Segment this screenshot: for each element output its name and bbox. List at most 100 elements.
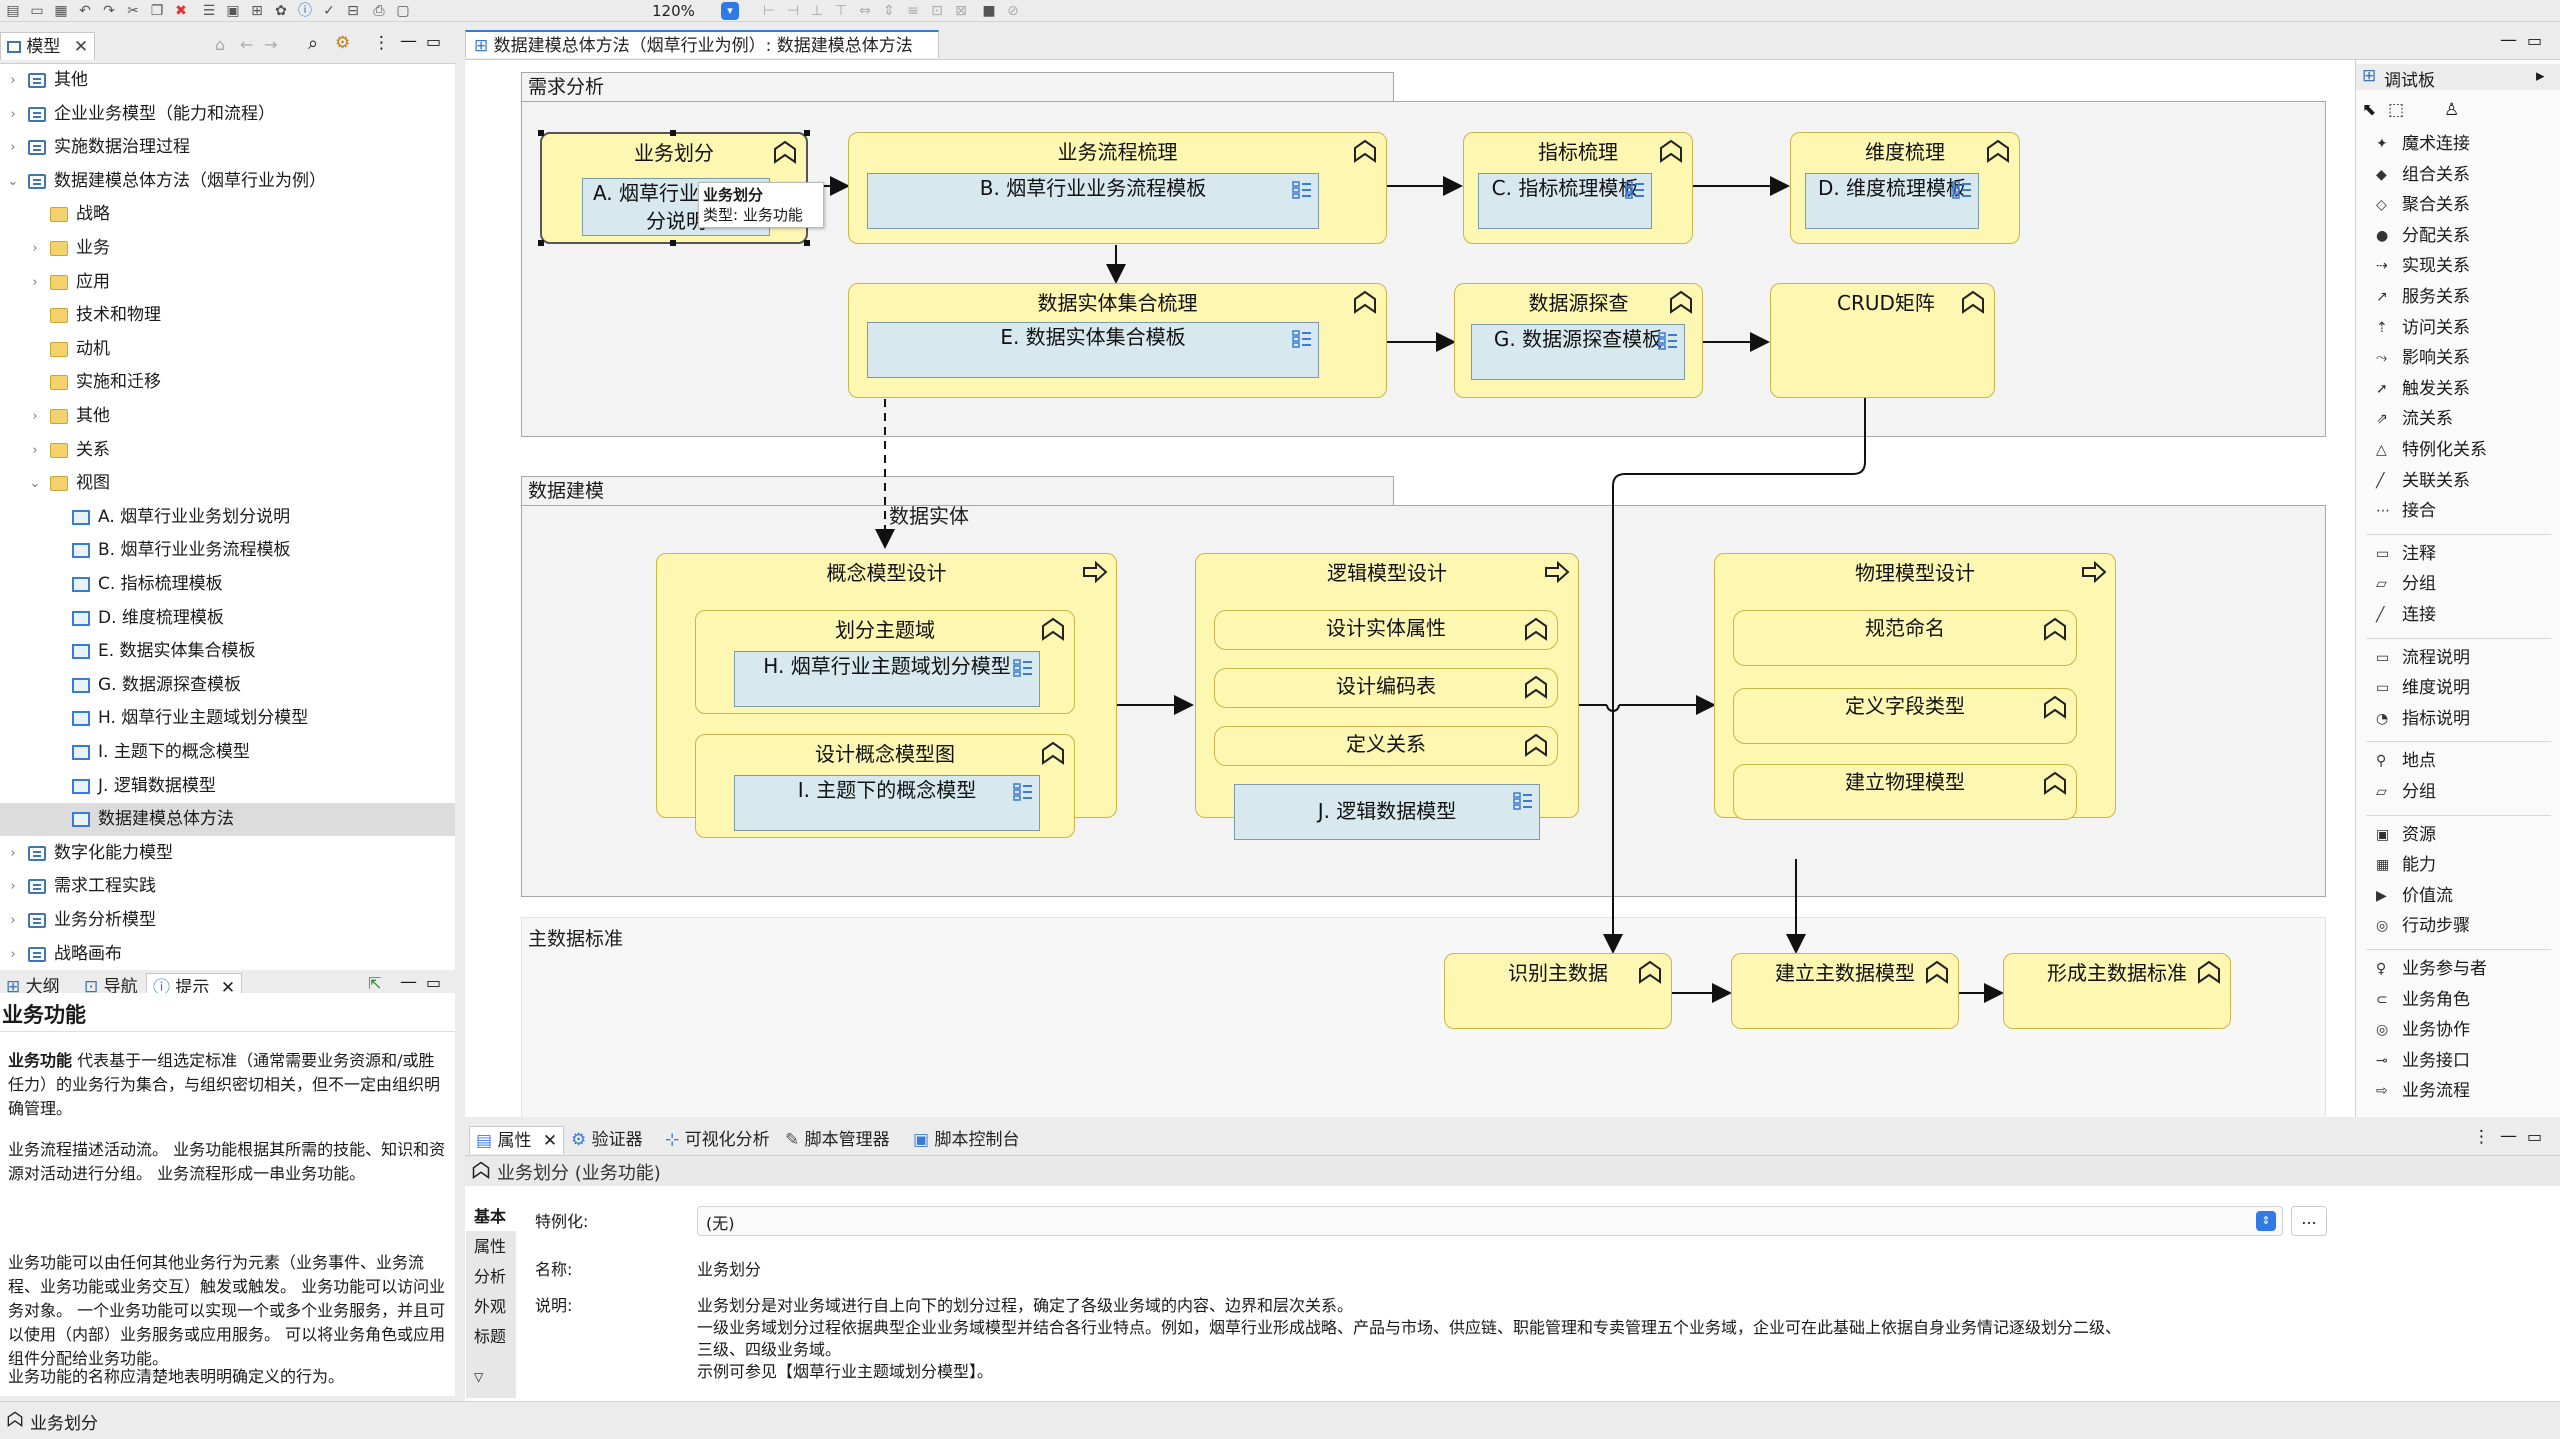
tree-item[interactable]: H. 烟草行业主题域划分模型 bbox=[0, 702, 455, 735]
maximize-icon[interactable]: ▭ bbox=[426, 973, 442, 992]
align-center-icon[interactable]: ⊣ bbox=[786, 3, 800, 19]
minimize-icon[interactable]: — bbox=[400, 31, 417, 51]
layout-icon[interactable]: ▣ bbox=[226, 3, 240, 19]
side-tab-properties[interactable]: 属性 bbox=[474, 1237, 507, 1256]
tree-item[interactable]: 动机 bbox=[0, 333, 455, 366]
search-icon[interactable]: ⌕ bbox=[308, 33, 319, 54]
view-ref-b[interactable]: B. 烟草行业业务流程模板 bbox=[867, 173, 1319, 229]
chevron-right-icon[interactable]: › bbox=[32, 274, 38, 290]
home-icon[interactable]: ⌂ bbox=[215, 35, 226, 54]
validate-icon[interactable]: ✓ bbox=[323, 3, 335, 19]
specialization-select[interactable]: (无) ⇕ bbox=[697, 1206, 2283, 1236]
close-icon[interactable]: ✕ bbox=[542, 1131, 558, 1151]
group-requirements-tab[interactable]: 需求分析 bbox=[521, 72, 1394, 102]
selection-handle[interactable] bbox=[538, 130, 544, 136]
function-identify-master-data[interactable]: 识别主数据 bbox=[1444, 953, 1672, 1029]
tab-model[interactable]: 模型 ✕ bbox=[0, 32, 95, 60]
maximize-icon[interactable]: ▭ bbox=[2527, 31, 2543, 50]
more-options-icon[interactable]: ⋮ bbox=[373, 33, 390, 53]
print-icon[interactable]: ⎙ bbox=[373, 3, 385, 19]
selection-handle[interactable] bbox=[538, 240, 544, 246]
pin-icon[interactable]: ⇱ bbox=[368, 974, 382, 993]
process-conceptual-model[interactable]: 概念模型设计 划分主题域 H. 烟草行业主题域划分模型 设计概念模型图 I. 主… bbox=[656, 553, 1117, 838]
process-physical-model[interactable]: 物理模型设计 规范命名 定义字段类型 建立物理模型 bbox=[1714, 553, 2116, 820]
group-requirements[interactable] bbox=[521, 101, 2326, 437]
element-data-entity-set[interactable]: 数据实体集合梳理 E. 数据实体集合模板 bbox=[848, 283, 1387, 398]
tab-outline[interactable]: ⊞ 大纲 bbox=[6, 973, 60, 1001]
forward-icon[interactable]: → bbox=[264, 35, 278, 54]
align-left-icon[interactable]: ⊢ bbox=[762, 3, 776, 19]
side-tab-label[interactable]: 标题 bbox=[474, 1327, 507, 1346]
match-width-icon[interactable]: ⇔ bbox=[859, 3, 871, 19]
element-dimension-review[interactable]: 维度梳理 D. 维度梳理模板 bbox=[1790, 132, 2020, 244]
tree-item[interactable]: ›关系 bbox=[0, 434, 455, 467]
function-field-types[interactable]: 定义字段类型 bbox=[1733, 688, 2077, 744]
process-logical-model[interactable]: 逻辑模型设计 设计实体属性 设计编码表 定义关系 J. 逻辑数据模型 bbox=[1195, 553, 1579, 840]
select-tool-icon[interactable]: ⬉ bbox=[2362, 100, 2377, 120]
tree-item[interactable]: ›战略画布 bbox=[0, 938, 455, 971]
align-top-icon[interactable]: ⊤ bbox=[834, 3, 848, 19]
function-build-physical-model[interactable]: 建立物理模型 bbox=[1733, 764, 2077, 820]
distribute-icon[interactable]: ≡ bbox=[907, 3, 919, 19]
new-icon[interactable]: ▤ bbox=[6, 3, 20, 19]
chevron-right-icon[interactable]: › bbox=[10, 879, 16, 895]
maximize-icon[interactable]: ▭ bbox=[426, 32, 442, 51]
tree-item[interactable]: ›业务分析模型 bbox=[0, 904, 455, 937]
match-height-icon[interactable]: ⇕ bbox=[883, 3, 895, 19]
view-ref-e[interactable]: E. 数据实体集合模板 bbox=[867, 322, 1319, 378]
tree-item[interactable]: I. 主题下的概念模型 bbox=[0, 736, 455, 769]
tree-icon[interactable]: ⊞ bbox=[251, 3, 263, 19]
tree-item[interactable]: A. 烟草行业业务划分说明 bbox=[0, 501, 455, 534]
tree-item[interactable]: ⌄数据建模总体方法（烟草行业为例） bbox=[0, 165, 455, 198]
tree-item[interactable]: C. 指标梳理模板 bbox=[0, 568, 455, 601]
filter-icon[interactable]: ⚙ bbox=[335, 33, 351, 53]
function-entity-attributes[interactable]: 设计实体属性 bbox=[1214, 610, 1558, 650]
view-ref-h[interactable]: H. 烟草行业主题域划分模型 bbox=[734, 651, 1040, 707]
tree-item[interactable]: 战略 bbox=[0, 198, 455, 231]
chevron-right-icon[interactable]: › bbox=[32, 241, 38, 256]
side-tab-analysis[interactable]: 分析 bbox=[474, 1267, 507, 1286]
align-right-icon[interactable]: ⊥ bbox=[810, 3, 824, 19]
chevron-right-icon[interactable]: ▸ bbox=[2536, 66, 2545, 86]
zoom-level[interactable]: 120% bbox=[652, 2, 695, 20]
size-icon[interactable]: ⊡ bbox=[931, 3, 943, 19]
fill-colour-icon[interactable]: ■ bbox=[982, 3, 996, 19]
cut-icon[interactable]: ✂ bbox=[127, 3, 139, 19]
selection-handle[interactable] bbox=[804, 130, 810, 136]
tab-script-manager[interactable]: ✎ 脚本管理器 bbox=[785, 1126, 890, 1154]
diagram-canvas[interactable]: 需求分析 数据建模 主数据标准 数据实体 业务划分 A. 烟 bbox=[465, 60, 2355, 1117]
tab-script-console[interactable]: ▣ 脚本控制台 bbox=[913, 1126, 1019, 1154]
tree-item[interactable]: 数据建模总体方法 bbox=[0, 803, 455, 837]
tree-item[interactable]: ›企业业务模型（能力和流程） bbox=[0, 98, 455, 131]
chevron-right-icon[interactable]: › bbox=[10, 73, 16, 88]
tree-item[interactable]: B. 烟草行业业务流程模板 bbox=[0, 534, 455, 567]
function-subject-division[interactable]: 划分主题域 H. 烟草行业主题域划分模型 bbox=[695, 610, 1075, 714]
chevron-right-icon[interactable]: › bbox=[10, 913, 16, 928]
minimize-icon[interactable]: — bbox=[2500, 30, 2517, 50]
save-icon[interactable]: ▦ bbox=[54, 3, 68, 19]
side-tab-basic[interactable]: 基本 bbox=[466, 1203, 516, 1231]
properties-icon[interactable]: ☰ bbox=[202, 3, 216, 19]
default-size-icon[interactable]: ⊠ bbox=[955, 3, 967, 19]
chevron-right-icon[interactable]: › bbox=[32, 442, 38, 458]
tree-item[interactable]: ›其他 bbox=[0, 400, 455, 433]
tree-item[interactable]: 技术和物理 bbox=[0, 299, 455, 332]
tab-visual-analysis[interactable]: ⊹ 可视化分析 bbox=[665, 1126, 770, 1154]
tree-item[interactable]: ›业务 bbox=[0, 232, 455, 265]
tree-item[interactable]: ›其他 bbox=[0, 64, 455, 97]
close-icon[interactable]: ✕ bbox=[73, 37, 89, 57]
selection-handle[interactable] bbox=[670, 240, 676, 246]
view-ref-g[interactable]: G. 数据源探查模板 bbox=[1471, 324, 1685, 380]
tree-item[interactable]: 实施和迁移 bbox=[0, 366, 455, 399]
tab-properties[interactable]: ▤ 属性 ✕ bbox=[469, 1126, 565, 1154]
function-master-data-model[interactable]: 建立主数据模型 bbox=[1731, 953, 1959, 1029]
select-arrows-icon[interactable]: ⇕ bbox=[2256, 1211, 2276, 1231]
function-concept-diagram[interactable]: 设计概念模型图 I. 主题下的概念模型 bbox=[695, 734, 1075, 838]
grid-icon[interactable]: ⊟ bbox=[347, 3, 359, 19]
info-icon[interactable]: ⓘ bbox=[298, 3, 312, 19]
line-colour-icon[interactable]: ⊘ bbox=[1007, 3, 1019, 19]
function-master-data-standard[interactable]: 形成主数据标准 bbox=[2003, 953, 2231, 1029]
chevron-down-icon[interactable]: ⌄ bbox=[7, 173, 19, 189]
view-ref-d[interactable]: D. 维度梳理模板 bbox=[1805, 173, 1979, 229]
chevron-right-icon[interactable]: › bbox=[32, 409, 38, 424]
